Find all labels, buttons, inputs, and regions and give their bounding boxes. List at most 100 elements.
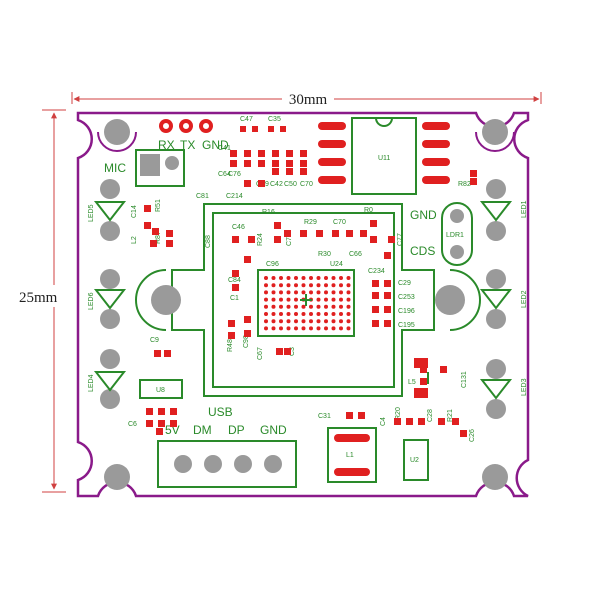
r16-label: R16 bbox=[262, 209, 275, 216]
bga-pad bbox=[301, 312, 306, 316]
bga-pad bbox=[279, 276, 283, 280]
smd-pad bbox=[406, 418, 413, 425]
smd-pad bbox=[258, 180, 265, 187]
led1-label: LED1 bbox=[521, 200, 528, 218]
bga-pad bbox=[309, 290, 313, 295]
bga-pad bbox=[309, 276, 313, 280]
r48-label: R48 bbox=[227, 339, 234, 352]
smd-pad bbox=[146, 408, 153, 415]
bga-pad bbox=[286, 276, 291, 280]
ic-u8: C9 U8 C6 bbox=[128, 337, 183, 428]
r20-label: R20 bbox=[395, 407, 402, 420]
smd-pad bbox=[152, 228, 159, 235]
bga-pad bbox=[346, 312, 351, 316]
bga-pad bbox=[264, 304, 268, 309]
c131-label: C131 bbox=[461, 371, 468, 388]
led-left-group: LED5 LED6 LED4 bbox=[88, 179, 127, 409]
bga-pad bbox=[309, 319, 313, 324]
u24-pad-grid bbox=[264, 276, 351, 331]
c88-label: C88 bbox=[205, 235, 212, 248]
bga-pad bbox=[264, 319, 268, 324]
smd-pad bbox=[370, 236, 377, 243]
smd-pad bbox=[244, 316, 251, 323]
smd-pad bbox=[170, 420, 177, 427]
bga-pad bbox=[339, 319, 343, 324]
c50-label: C50 bbox=[284, 181, 297, 188]
usb-pin-dm: DM bbox=[193, 423, 212, 437]
bga-pad bbox=[316, 304, 321, 309]
width-label: 30mm bbox=[289, 92, 328, 108]
c79-label: C79 bbox=[286, 233, 293, 246]
mic: MIC bbox=[104, 149, 185, 187]
ldr1-label: LDR1 bbox=[446, 232, 464, 239]
c70a-label: C70 bbox=[300, 181, 313, 188]
smd-pad bbox=[232, 284, 239, 291]
top-cluster: C47 C35 C41 C64 C76 C49 C42 C50 C70 C81 … bbox=[196, 116, 471, 200]
uart-header: RX TX GND bbox=[158, 119, 229, 152]
bga-pad bbox=[331, 276, 336, 280]
inductor-l1: C31 L1 bbox=[318, 413, 377, 483]
smd-pad bbox=[372, 306, 379, 313]
bga-pad bbox=[279, 290, 283, 295]
inductor-l2: L2 bbox=[131, 236, 138, 244]
u11-label: U11 bbox=[378, 155, 390, 162]
ldr: GND CDS LDR1 bbox=[410, 202, 473, 266]
bga-pad bbox=[286, 319, 291, 324]
u24-chip bbox=[257, 269, 355, 337]
c96-label: C96 bbox=[266, 261, 279, 268]
smd-pad bbox=[230, 160, 237, 167]
smd-pad bbox=[244, 180, 251, 187]
bga-pad bbox=[324, 297, 328, 302]
gnd-label: GND bbox=[202, 138, 229, 152]
bga-pad bbox=[279, 312, 283, 316]
inductor-l5: L5 C131 bbox=[408, 358, 468, 398]
smd-pad bbox=[420, 378, 427, 385]
bga-pad bbox=[331, 312, 336, 316]
smd-pad bbox=[170, 408, 177, 415]
r51-label: R51 bbox=[155, 199, 162, 212]
smd-pad bbox=[244, 150, 251, 157]
c81-label: C81 bbox=[196, 193, 209, 200]
bga-pad bbox=[339, 312, 343, 316]
c195-label: C195 bbox=[398, 322, 415, 329]
smd-pad bbox=[286, 160, 293, 167]
smd-pad bbox=[274, 236, 281, 243]
smd-pad bbox=[420, 366, 427, 373]
bga-pad bbox=[271, 319, 276, 324]
c29-label: C29 bbox=[398, 280, 411, 287]
bga-pad bbox=[294, 326, 298, 331]
bga-pad bbox=[324, 290, 328, 295]
c47-label: C47 bbox=[240, 116, 253, 123]
smd-pad bbox=[166, 230, 173, 237]
smd-pad bbox=[244, 330, 251, 337]
bga-pad bbox=[346, 276, 351, 280]
smd-pad bbox=[258, 150, 265, 157]
bga-pad bbox=[331, 283, 336, 288]
c28-label: C28 bbox=[427, 409, 434, 422]
smd-pad bbox=[384, 252, 391, 259]
smd-pad bbox=[470, 178, 477, 185]
led6-label: LED6 bbox=[88, 292, 95, 310]
bga-pad bbox=[271, 297, 276, 302]
r21-label: R21 bbox=[447, 409, 454, 422]
bga-pad bbox=[331, 326, 336, 331]
smd-pad bbox=[146, 420, 153, 427]
smd-pad bbox=[244, 256, 251, 263]
bga-pad bbox=[294, 276, 298, 280]
bga-pad bbox=[286, 297, 291, 302]
module-hole-left bbox=[151, 285, 181, 315]
bga-pad bbox=[324, 326, 328, 331]
bga-pad bbox=[309, 304, 313, 309]
c41-label: C41 bbox=[218, 145, 231, 152]
c70-label: C70 bbox=[333, 219, 346, 226]
smd-pad bbox=[440, 366, 447, 373]
bga-pad bbox=[264, 297, 268, 302]
bga-pad bbox=[301, 290, 306, 295]
smd-pad bbox=[384, 306, 391, 313]
led3-label: LED3 bbox=[521, 378, 528, 396]
smd-pad bbox=[232, 236, 239, 243]
smd-pad bbox=[272, 160, 279, 167]
mount-hole-tr bbox=[482, 119, 508, 145]
smd-pad bbox=[158, 408, 165, 415]
smd-pad bbox=[286, 150, 293, 157]
